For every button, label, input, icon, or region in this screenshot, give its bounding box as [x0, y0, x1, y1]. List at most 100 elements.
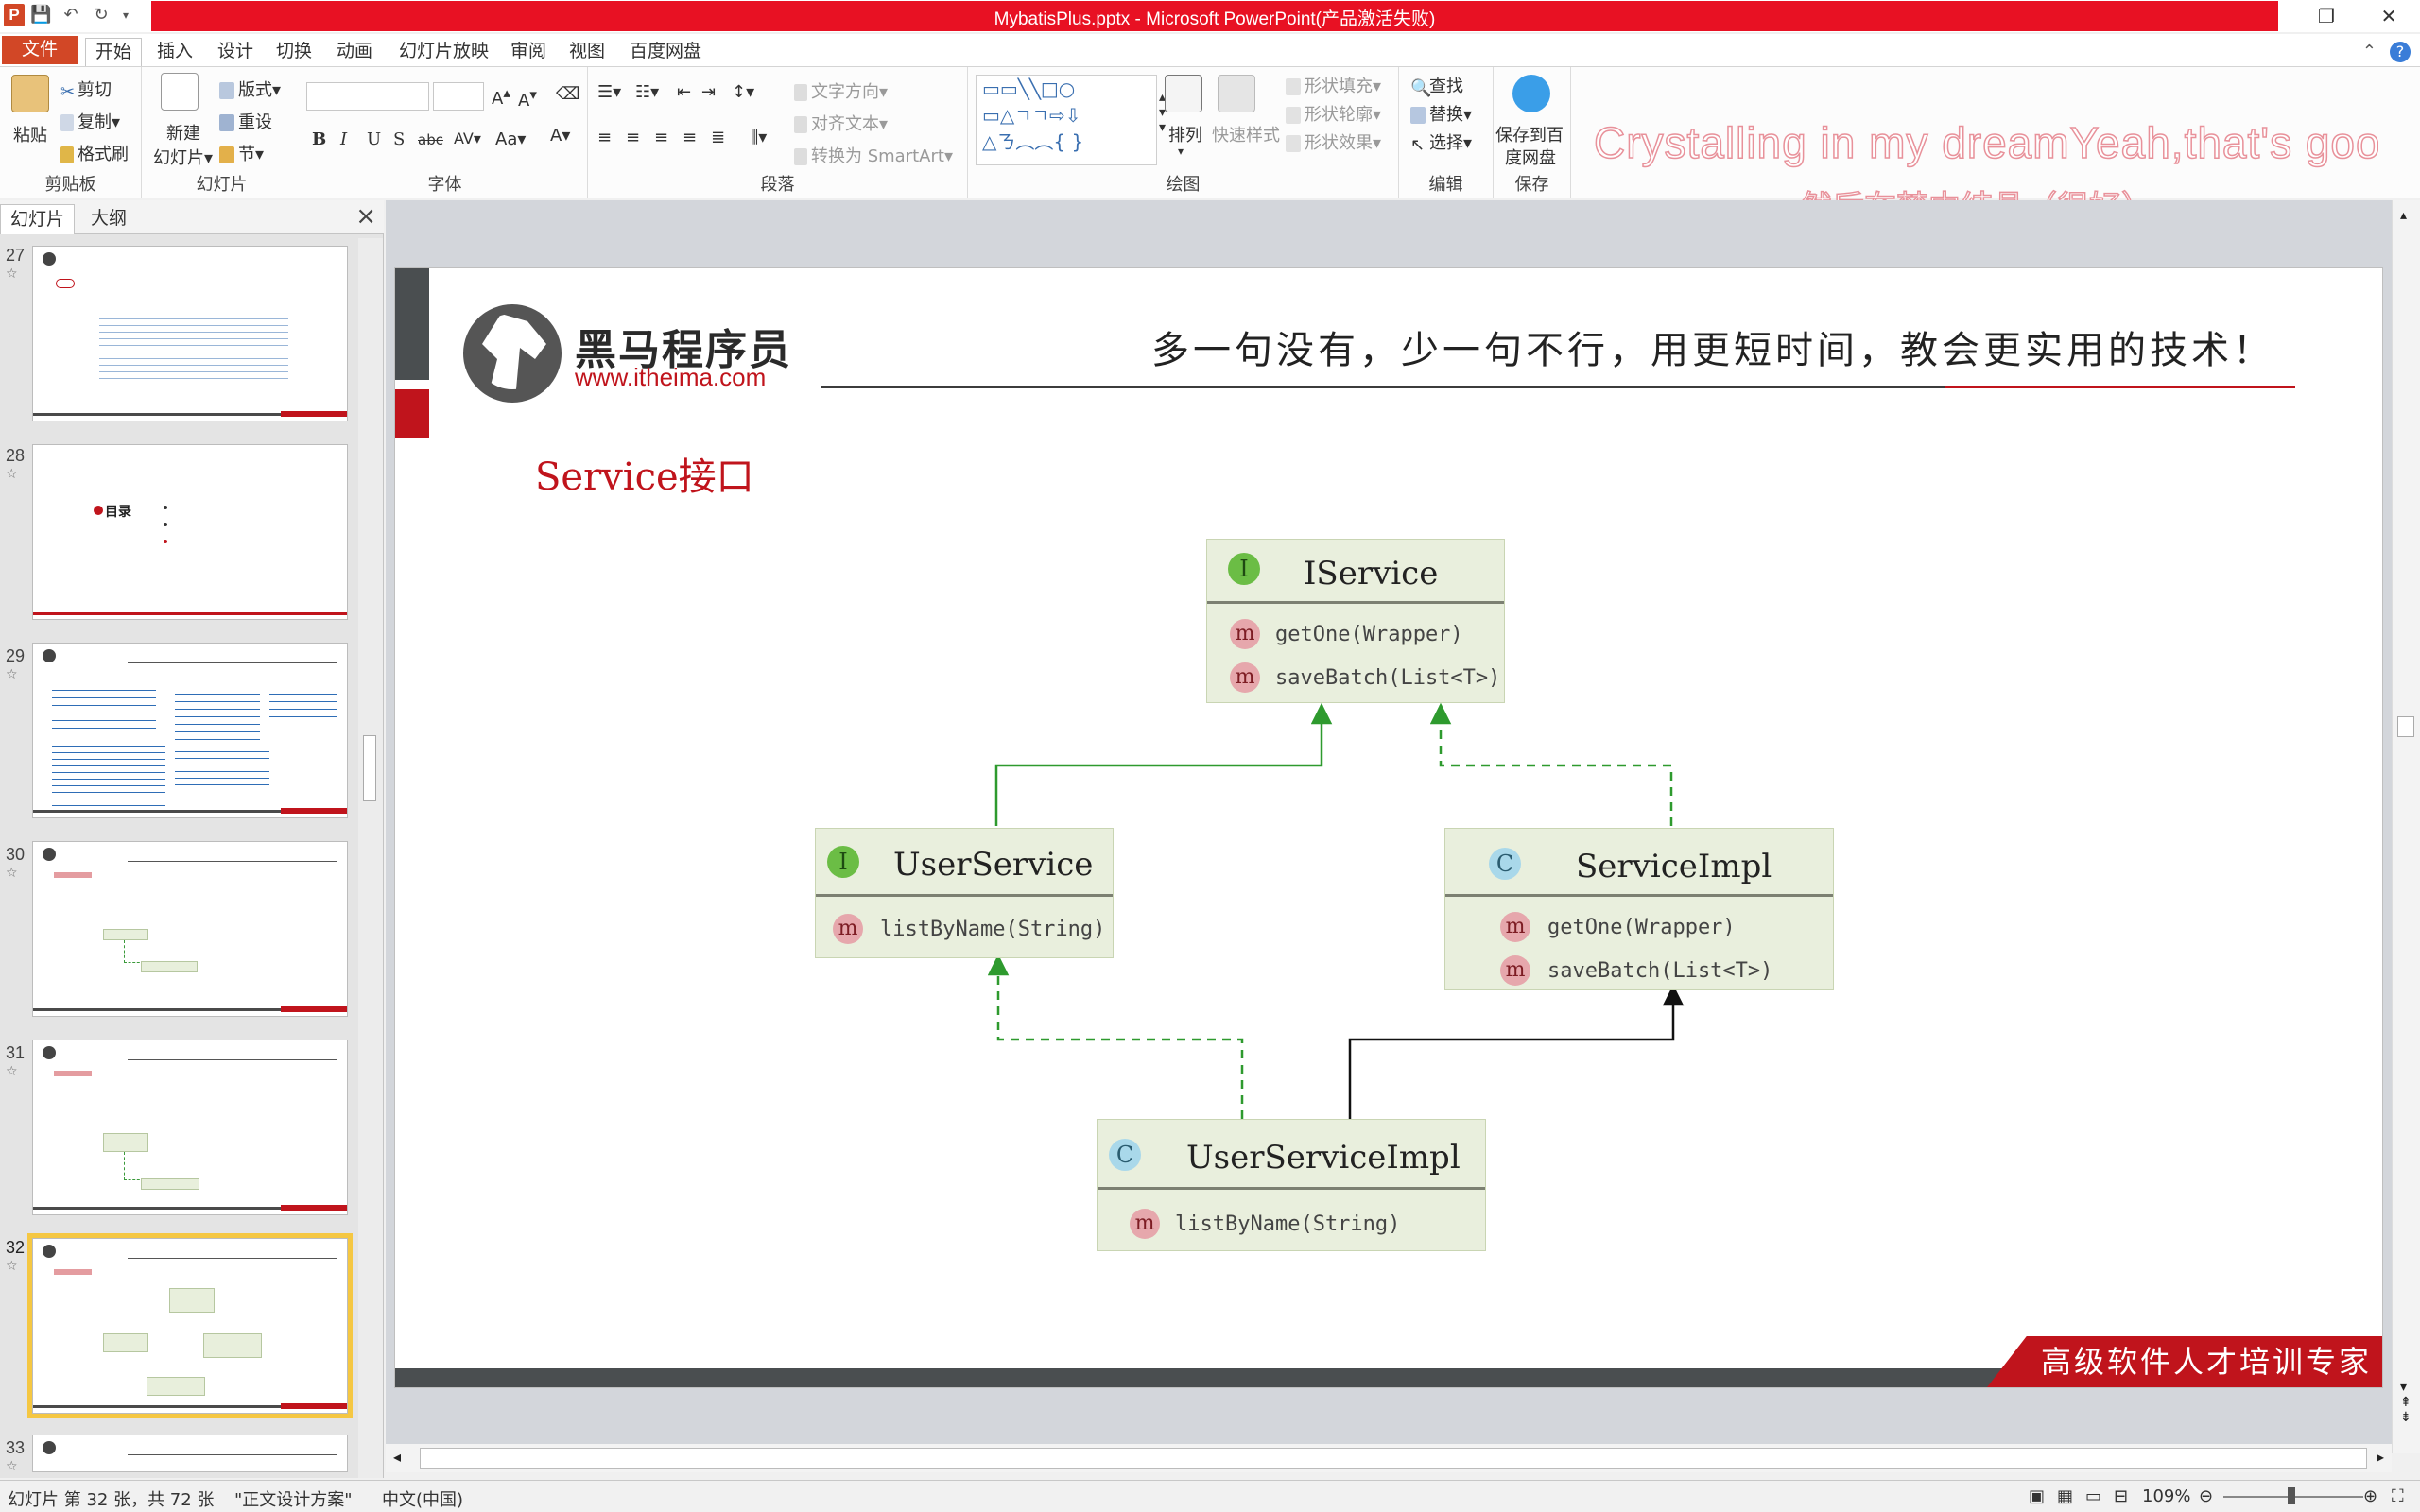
- slides-panel-scrollbar[interactable]: [358, 238, 383, 1478]
- bullets-button[interactable]: ☰▾: [597, 82, 622, 102]
- collapse-ribbon-icon[interactable]: ⌃: [2361, 42, 2377, 61]
- font-name-input[interactable]: [306, 82, 429, 111]
- italic-button[interactable]: I: [340, 129, 348, 149]
- tab-design[interactable]: 设计: [217, 41, 254, 61]
- align-right-button[interactable]: ≡: [654, 128, 669, 147]
- arrange-button[interactable]: 排列: [1168, 126, 1202, 146]
- scroll-right-icon[interactable]: ▸: [2376, 1448, 2384, 1466]
- reading-view-icon[interactable]: ▭: [2085, 1486, 2102, 1506]
- save-to-baidu-button[interactable]: 保存到百: [1495, 126, 1564, 146]
- customize-qat-icon[interactable]: ▾: [122, 9, 130, 22]
- horizontal-scroll-thumb[interactable]: [420, 1448, 2367, 1469]
- quick-styles-button[interactable]: 快速样式: [1212, 126, 1280, 146]
- font-color-button[interactable]: A▾: [550, 126, 571, 146]
- arrange-icon[interactable]: [1165, 75, 1202, 112]
- align-text-button[interactable]: 对齐文本▾: [794, 111, 888, 135]
- slide-title[interactable]: Service接口: [535, 455, 754, 499]
- zoom-slider-handle[interactable]: [2288, 1487, 2295, 1504]
- tab-transitions[interactable]: 切换: [276, 41, 313, 61]
- numbering-button[interactable]: ☷▾: [635, 82, 660, 102]
- line-spacing-button[interactable]: ↕▾: [732, 82, 755, 102]
- paste-icon[interactable]: [11, 75, 49, 112]
- decrease-indent-button[interactable]: ⇤: [677, 82, 692, 102]
- cut-button[interactable]: ✂剪切: [60, 77, 112, 102]
- help-icon[interactable]: ?: [2390, 42, 2411, 62]
- clear-format-icon[interactable]: ⌫: [556, 84, 580, 104]
- justify-button[interactable]: ≡: [683, 128, 698, 147]
- undo-icon[interactable]: ↶: [63, 5, 78, 25]
- close-panel-icon[interactable]: ×: [355, 202, 376, 231]
- grow-font-button[interactable]: A▴: [492, 84, 510, 109]
- arrange-dropdown[interactable]: ▾: [1178, 145, 1184, 158]
- save-icon[interactable]: 💾: [30, 5, 52, 25]
- align-left-button[interactable]: ≡: [597, 128, 613, 147]
- new-slide-button-2[interactable]: 幻灯片▾: [153, 148, 214, 168]
- scroll-down-icon[interactable]: ▾⇞⇟: [2400, 1380, 2411, 1425]
- zoom-in-icon[interactable]: ⊕: [2363, 1486, 2378, 1506]
- slide-sorter-icon[interactable]: ▦: [2057, 1486, 2074, 1506]
- slides-panel-scroll-thumb[interactable]: [363, 735, 376, 801]
- slide-thumbnail-29[interactable]: [32, 643, 348, 818]
- restore-icon[interactable]: ❐: [2318, 5, 2335, 27]
- uml-class-userservice[interactable]: I UserService m listByName(String): [815, 828, 1114, 958]
- baidu-cloud-icon[interactable]: [1512, 75, 1550, 112]
- copy-button[interactable]: 复制▾: [60, 109, 120, 133]
- tab-home[interactable]: 开始: [85, 38, 143, 66]
- uml-class-serviceimpl[interactable]: C ServiceImpl m getOne(Wrapper) m saveBa…: [1444, 828, 1834, 990]
- slide-canvas[interactable]: 黑马程序员 www.itheima.com 多一句没有，少一句不行，用更短时间，…: [395, 268, 2382, 1387]
- new-slide-icon[interactable]: [161, 73, 199, 111]
- shape-effects-button[interactable]: 形状效果▾: [1286, 129, 1381, 154]
- slide-thumbnail-32[interactable]: [27, 1233, 353, 1418]
- uml-class-iservice[interactable]: I IService m getOne(Wrapper) m saveBatch…: [1206, 539, 1505, 703]
- tab-animations[interactable]: 动画: [337, 41, 373, 61]
- normal-view-icon[interactable]: ▣: [2029, 1486, 2046, 1506]
- uml-class-userserviceimpl[interactable]: C UserServiceImpl m listByName(String): [1097, 1119, 1486, 1251]
- shapes-gallery[interactable]: ▭▭╲╲□○▭△ㄱㄱ⇨⇩△ㄋ︵︵{ }: [976, 75, 1157, 165]
- paste-button[interactable]: 粘贴: [13, 126, 47, 146]
- shapes-gallery-scroll[interactable]: ▴▾▾: [1159, 90, 1167, 135]
- scroll-up-icon[interactable]: ▴: [2400, 208, 2408, 223]
- zoom-out-icon[interactable]: ⊖: [2199, 1486, 2214, 1506]
- save-to-baidu-button-2[interactable]: 度网盘: [1505, 148, 1556, 168]
- convert-smartart-button[interactable]: 转换为 SmartArt▾: [794, 143, 953, 167]
- slide-thumbnail-31[interactable]: [32, 1040, 348, 1215]
- reset-button[interactable]: 重设: [219, 109, 272, 133]
- distributed-button[interactable]: ≣: [711, 128, 726, 147]
- redo-icon[interactable]: ↻: [94, 5, 109, 25]
- close-icon[interactable]: ✕: [2380, 5, 2397, 27]
- slide-thumbnail-27[interactable]: [32, 246, 348, 421]
- tab-review[interactable]: 审阅: [510, 41, 547, 61]
- format-painter-button[interactable]: 格式刷: [60, 141, 129, 165]
- find-button[interactable]: 🔍查找: [1410, 73, 1463, 98]
- increase-indent-button[interactable]: ⇥: [701, 82, 717, 102]
- columns-button[interactable]: ⫼▾: [751, 128, 768, 147]
- tab-view[interactable]: 视图: [569, 41, 606, 61]
- tab-file[interactable]: 文件: [2, 36, 78, 64]
- vertical-scroll-thumb[interactable]: [2397, 716, 2414, 737]
- slideshow-icon[interactable]: ⊟: [2114, 1486, 2129, 1506]
- change-case-button[interactable]: Aa▾: [495, 129, 527, 149]
- replace-button[interactable]: 替换▾: [1410, 101, 1472, 126]
- layout-button[interactable]: 版式▾: [219, 77, 281, 101]
- fit-to-window-icon[interactable]: ⛶: [2392, 1486, 2404, 1506]
- tab-baidu[interactable]: 百度网盘: [630, 41, 702, 61]
- new-slide-button[interactable]: 新建: [166, 124, 200, 144]
- status-language[interactable]: 中文(中国): [382, 1490, 464, 1510]
- slide-thumbnail-28[interactable]: 目录: [32, 444, 348, 620]
- char-spacing-button[interactable]: AV▾: [454, 129, 481, 147]
- zoom-level[interactable]: 109%: [2142, 1486, 2191, 1506]
- shadow-button[interactable]: S: [393, 129, 406, 149]
- font-size-input[interactable]: [433, 82, 484, 111]
- shape-fill-button[interactable]: 形状填充▾: [1286, 73, 1381, 97]
- bold-button[interactable]: B: [312, 129, 327, 149]
- tab-slides[interactable]: 幻灯片: [0, 204, 76, 234]
- slide-thumbnail-30[interactable]: [32, 841, 348, 1017]
- align-center-button[interactable]: ≡: [626, 128, 641, 147]
- quick-styles-icon[interactable]: [1218, 75, 1255, 112]
- scroll-left-icon[interactable]: ◂: [393, 1448, 402, 1466]
- strikethrough-button[interactable]: abc: [418, 131, 443, 148]
- text-direction-button[interactable]: 文字方向▾: [794, 78, 888, 103]
- status-theme[interactable]: "正文设计方案": [234, 1490, 353, 1510]
- slide-thumbnail-33[interactable]: [32, 1435, 348, 1472]
- tab-outline[interactable]: 大纲: [91, 208, 128, 229]
